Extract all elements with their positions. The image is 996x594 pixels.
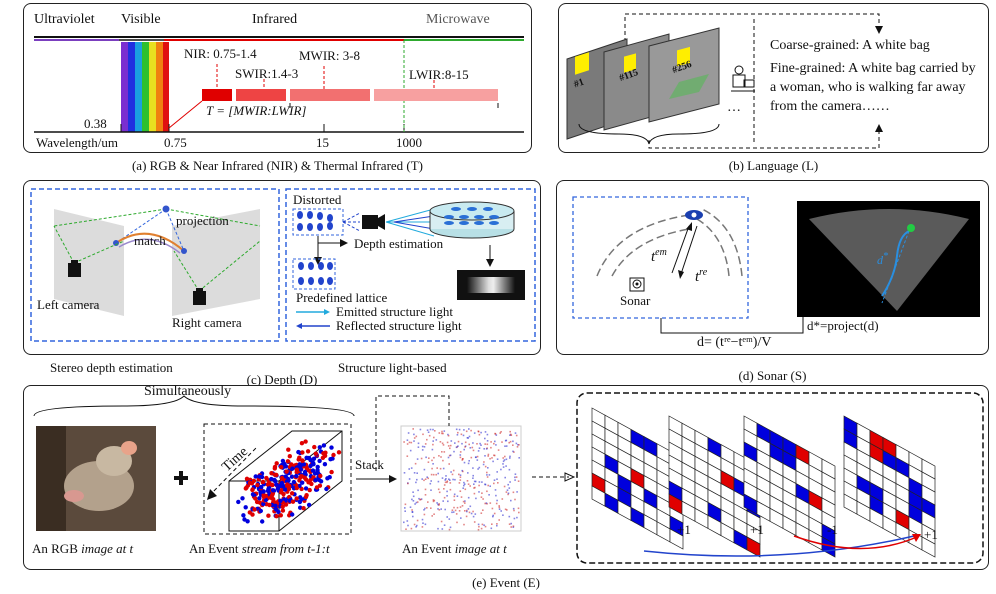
left-camera-label: Left camera bbox=[37, 297, 100, 312]
stack-label: Stack bbox=[355, 457, 384, 472]
depth-estimation-label: Depth estimation bbox=[354, 236, 444, 251]
band-microwave: Microwave bbox=[426, 12, 490, 27]
projection-label: projection bbox=[176, 213, 229, 228]
panel-spectrum: Ultraviolet Visible Infrared Microwave N… bbox=[23, 3, 532, 153]
spectrum-graphic bbox=[34, 36, 524, 133]
stereo-caption: Stereo depth estimation bbox=[50, 360, 173, 375]
fine-description: Fine-grained: A white bag carried by a w… bbox=[770, 61, 976, 114]
thermal-definition: T = [MWIR:LWIR] bbox=[206, 103, 307, 118]
lattice-label: Predefined lattice bbox=[296, 290, 388, 305]
t-em-label: tem bbox=[651, 247, 667, 265]
band-ultraviolet: Ultraviolet bbox=[34, 12, 95, 27]
event-graphic bbox=[33, 392, 984, 564]
event-grid-stack bbox=[591, 407, 936, 558]
frames-ellipsis: … bbox=[727, 100, 741, 115]
caption-b: (b) Language (L) bbox=[728, 158, 819, 173]
match-label: match bbox=[134, 233, 166, 248]
target-cylinder bbox=[429, 201, 515, 239]
tick-0-38: 0.38 bbox=[84, 116, 107, 131]
rgb-image-caption: An RGB image at t bbox=[32, 541, 134, 556]
language-graphic bbox=[566, 13, 883, 149]
tick-1000: 1000 bbox=[396, 135, 422, 150]
plus-label-1: +1 bbox=[677, 522, 691, 537]
tick-15: 15 bbox=[316, 135, 329, 150]
coarse-description: Coarse-grained: A white bag bbox=[770, 38, 930, 53]
right-camera-label: Right camera bbox=[172, 315, 242, 330]
video-frame-256 bbox=[648, 27, 720, 123]
t-re-label: tre bbox=[695, 267, 708, 285]
depth-graphic bbox=[30, 188, 536, 342]
left-camera-icon bbox=[68, 260, 81, 277]
reflected-label: Reflected structure light bbox=[336, 318, 462, 333]
sonar-label: Sonar bbox=[620, 293, 651, 308]
right-camera-icon bbox=[193, 288, 206, 305]
swir-label: SWIR:1.4-3 bbox=[235, 66, 299, 81]
caption-c: (c) Depth (D) bbox=[246, 372, 318, 387]
event-image-caption: An Event image at t bbox=[402, 541, 507, 556]
event-image bbox=[400, 425, 522, 532]
project-equation: d*=project(d) bbox=[807, 318, 879, 333]
simultaneously-label: Simultaneously bbox=[144, 384, 232, 399]
band-visible: Visible bbox=[121, 12, 161, 27]
d-star-label: d* bbox=[877, 251, 888, 267]
caption-a: (a) RGB & Near Infrared (NIR) & Thermal … bbox=[131, 158, 424, 173]
structure-caption: Structure light-based bbox=[338, 360, 447, 375]
event-stream-caption: An Event stream from t-1:t bbox=[189, 541, 330, 556]
caption-e: (e) Event (E) bbox=[472, 575, 540, 590]
plus-label-2: +1 bbox=[750, 522, 764, 537]
lwir-label: LWIR:8-15 bbox=[409, 67, 469, 82]
event-point-cloud bbox=[228, 430, 343, 532]
plus-label-4: +1 bbox=[924, 527, 938, 542]
distorted-label: Distorted bbox=[293, 192, 342, 207]
panel-event: Simultaneously Time Stack An RGB image a… bbox=[23, 384, 989, 570]
tick-0-75: 0.75 bbox=[164, 135, 187, 150]
sonar-graphic bbox=[572, 196, 980, 334]
caption-d: (d) Sonar (S) bbox=[738, 368, 807, 383]
mwir-label: MWIR: 3-8 bbox=[299, 48, 361, 63]
panel-depth: projection match Left camera Right camer… bbox=[23, 180, 541, 355]
fish-target-icon bbox=[685, 210, 703, 220]
minus-label: -1 bbox=[827, 522, 838, 537]
panel-sonar: tem tre Sonar d* d*=project(d) d= (tʳᵉ−t… bbox=[556, 180, 989, 355]
band-infrared: Infrared bbox=[252, 12, 298, 27]
distance-equation: d= (tʳᵉ−tᵉᵐ)/V bbox=[697, 335, 772, 350]
emitted-label: Emitted structure light bbox=[336, 304, 453, 319]
panel-language: #1 #115 #256 … Coarse-grained: A white b… bbox=[558, 3, 989, 153]
projector-camera-icon bbox=[362, 214, 385, 230]
sonar-device-icon bbox=[629, 277, 645, 292]
nir-label: NIR: 0.75-1.4 bbox=[184, 46, 257, 61]
annotator-icon bbox=[731, 65, 755, 92]
axis-label: Wavelength/um bbox=[36, 135, 118, 150]
